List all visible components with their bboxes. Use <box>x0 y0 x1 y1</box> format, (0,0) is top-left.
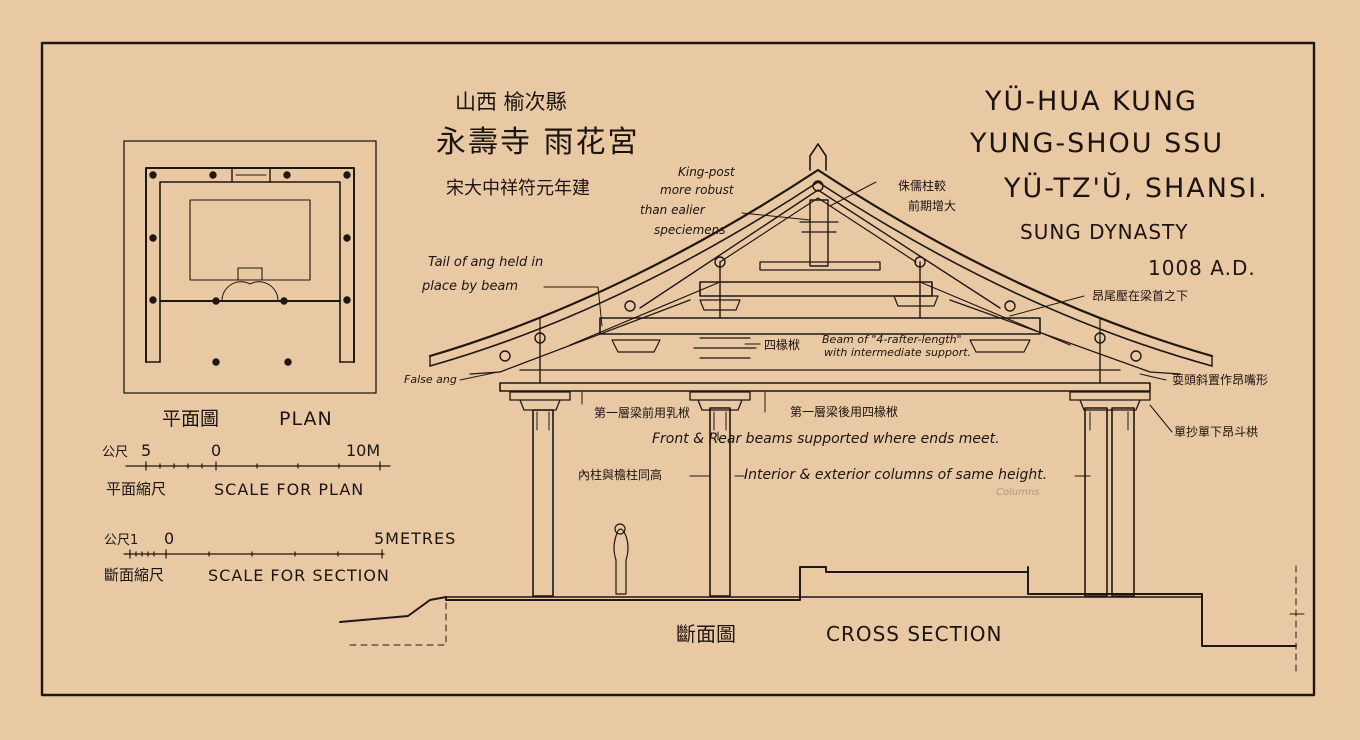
note-tail-of-ang-1: Tail of ang held in <box>428 255 544 270</box>
note-king-post-1: King-post <box>678 165 735 179</box>
title-english-line1: YÜ-HUA KUNG <box>985 86 1198 117</box>
cross-section-label-chinese: 斷面圖 <box>676 622 736 646</box>
floor-plan-drawing <box>123 140 377 394</box>
plan-scale-tick-10m: 10M <box>346 441 381 460</box>
note-shua-tou-cn: 耍頭斜置作昂嘴形 <box>1172 373 1269 387</box>
title-chinese-line2: 永壽寺 雨花宮 <box>436 125 640 160</box>
note-dan-chao-cn: 單抄單下昂斗栱 <box>1174 425 1259 439</box>
note-beam-four-rafter-2: with intermediate support. <box>824 346 972 359</box>
note-front-rear-beams: Front & Rear beams supported where ends … <box>652 431 1000 447</box>
title-english-line5: 1008 A.D. <box>1148 256 1256 280</box>
plan-scale-prefix: 公尺 <box>102 445 129 460</box>
note-columns-faint: Columns <box>996 487 1040 498</box>
section-scale-label-english: SCALE FOR SECTION <box>208 566 390 585</box>
note-king-post-4: speciemens <box>654 223 726 237</box>
title-english-line3: YÜ-TZ'Ŭ, SHANSI. <box>1004 173 1269 204</box>
plan-scale-bar <box>125 461 391 471</box>
title-chinese-line1: 山西 榆次縣 <box>455 90 567 114</box>
section-scale-tick-0: 0 <box>164 529 175 548</box>
note-king-post-cn-2: 前期增大 <box>908 199 957 213</box>
note-first-beam-rear-cn: 第一層梁後用四椽栿 <box>790 405 899 419</box>
plan-scale-label-chinese: 平面縮尺 <box>106 480 167 498</box>
section-scale-bar <box>123 549 385 559</box>
sheet-border <box>40 41 1316 697</box>
note-ang-tail-cn: 昂尾壓在梁首之下 <box>1092 289 1189 303</box>
annotation-leaders <box>459 181 1173 477</box>
note-first-beam-front-cn: 第一層梁前用乳栿 <box>594 406 691 420</box>
note-four-rafter-cn: 四椽栿 <box>764 338 801 352</box>
plan-scale-tick-0: 0 <box>211 441 222 460</box>
note-columns-cn: 內柱與檐柱同高 <box>578 468 663 482</box>
cross-section-label-english: CROSS SECTION <box>826 622 1003 646</box>
section-scale-tick-5: 5METRES <box>374 529 457 548</box>
title-chinese-line3: 宋大中祥符元年建 <box>446 178 590 199</box>
note-king-post-2: more robust <box>660 183 734 197</box>
section-scale-prefix: 公尺1 <box>104 533 139 548</box>
note-columns-same-height: Interior & exterior columns of same heig… <box>744 467 1048 483</box>
note-beam-four-rafter-1: Beam of "4-rafter-length" <box>822 333 962 346</box>
note-tail-of-ang-2: place by beam <box>422 279 519 294</box>
section-scale-label-chinese: 斷面縮尺 <box>104 566 165 584</box>
note-king-post-3: than ealier <box>640 203 705 217</box>
plan-label-chinese: 平面圖 <box>162 408 220 430</box>
title-english-line4: SUNG DYNASTY <box>1020 220 1189 244</box>
note-king-post-cn-1: 侏儒柱較 <box>898 179 947 193</box>
note-false-ang: False ang <box>404 373 457 386</box>
plan-label-english: PLAN <box>279 408 333 430</box>
title-english-line2: YUNG-SHOU SSU <box>970 128 1225 159</box>
plan-scale-tick-5: 5 <box>141 441 152 460</box>
plan-scale-label-english: SCALE FOR PLAN <box>214 480 365 499</box>
